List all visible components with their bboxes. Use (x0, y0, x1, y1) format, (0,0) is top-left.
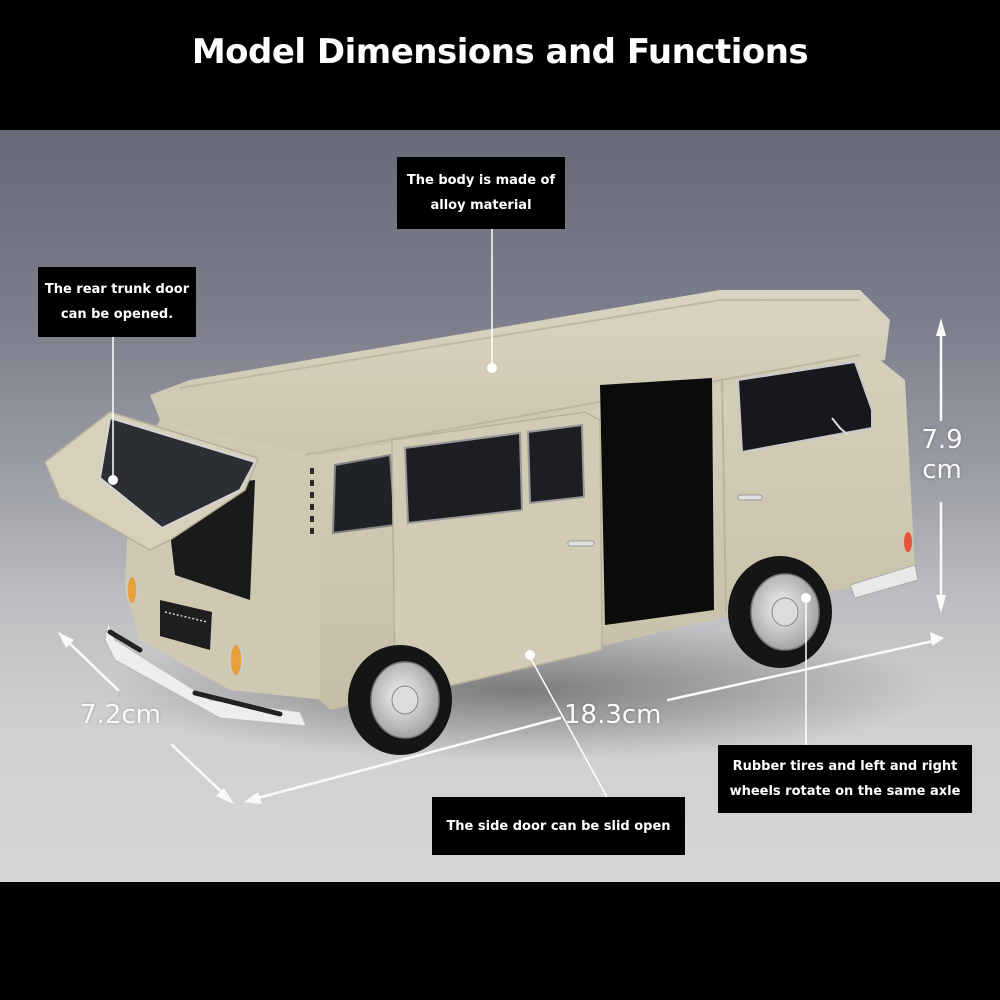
front-indicator (904, 532, 912, 552)
footer-bar (0, 882, 1000, 1000)
width-dimension-label: 7.2cm (80, 700, 161, 730)
van-illustration (44, 228, 946, 804)
rear-bumper (104, 620, 307, 727)
cab-window (736, 360, 873, 454)
callout-body-line2: alloy material (430, 198, 532, 213)
callout-body-line1: The body is made of (406, 173, 556, 188)
front-wheel (728, 556, 832, 668)
header-bar: Model Dimensions and Functions (0, 0, 1000, 130)
product-photo: 7.9 cm 7.2cm 18.3cm (0, 130, 1000, 882)
tail-light-left (126, 575, 138, 605)
door-handle (567, 540, 595, 547)
side-mirror (831, 417, 849, 436)
side-doorway (600, 378, 714, 625)
cab-door-handle (737, 494, 763, 501)
sliding-door-window-small (526, 423, 586, 505)
height-unit: cm (922, 454, 962, 485)
callout-side-door-line1: The side door can be slid open (446, 818, 671, 834)
van-roof (150, 290, 890, 455)
tail-light-right (229, 643, 243, 677)
callout-rear-trunk-line1: The rear trunk door (44, 282, 190, 297)
callout-tires: Rubber tires and left and right wheels r… (718, 745, 972, 813)
length-dimension-label: 18.3cm (564, 700, 662, 730)
callout-side-door: The side door can be slid open (432, 797, 685, 855)
callout-tires-line1: Rubber tires and left and right (732, 759, 958, 774)
callout-dots (108, 363, 811, 660)
vent-slots (310, 468, 314, 534)
callout-leader-lines (112, 228, 807, 798)
front-bumper (849, 564, 919, 599)
callout-rear-trunk-line2: can be opened. (60, 307, 174, 322)
dimension-arrows (58, 318, 946, 804)
sliding-door-window (403, 431, 524, 525)
rear-trunk-window (98, 416, 257, 530)
license-plate (160, 600, 212, 650)
rear-side-window (331, 453, 397, 535)
height-dimension-label: 7.9 cm (914, 425, 970, 486)
callout-tires-line2: wheels rotate on the same axle (729, 784, 961, 799)
callout-body-material: The body is made of alloy material (397, 157, 565, 229)
callout-rear-trunk: The rear trunk door can be opened. (38, 267, 196, 337)
height-value: 7.9 (921, 425, 963, 455)
rear-wheel (348, 645, 452, 755)
page-title: Model Dimensions and Functions (191, 32, 809, 72)
